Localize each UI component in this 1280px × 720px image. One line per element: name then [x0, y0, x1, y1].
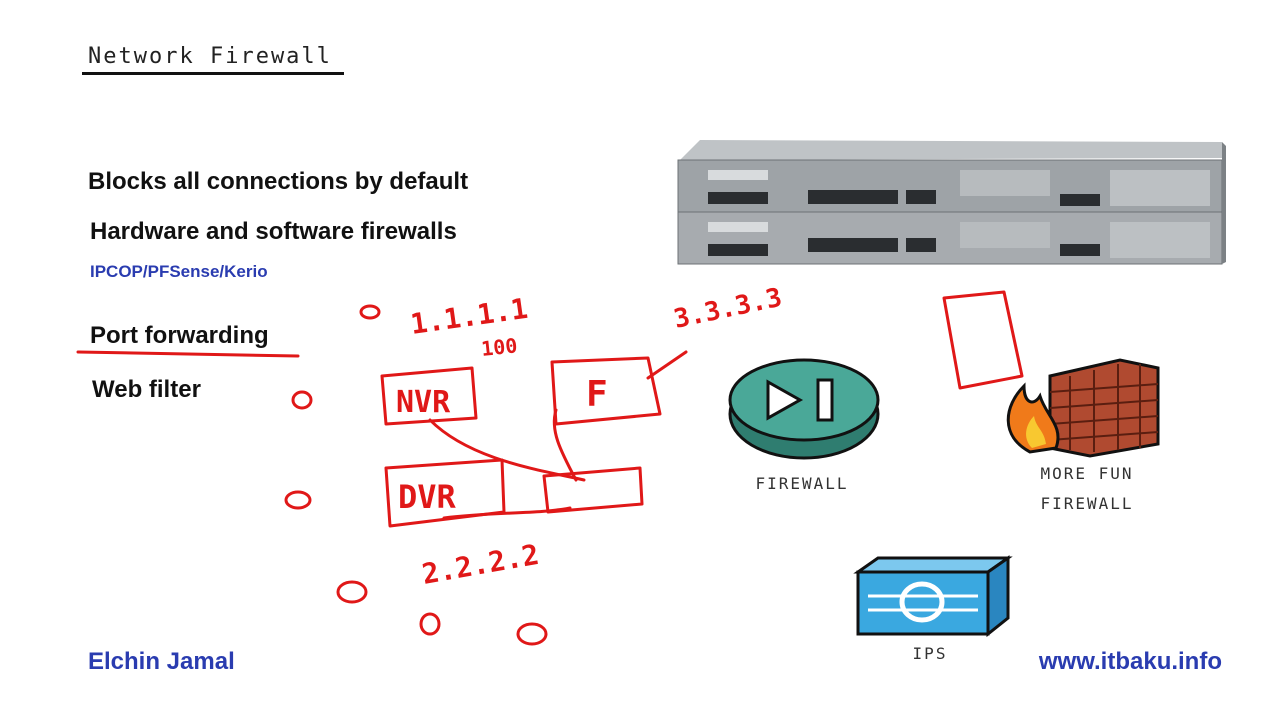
connector-line	[646, 350, 688, 380]
connector-line	[442, 506, 572, 520]
bullet-default-block: Blocks all connections by default	[88, 168, 469, 195]
device-box	[542, 466, 644, 514]
ip-bottom-text: 2.2.2.2	[419, 538, 541, 591]
software-examples: IPCOP/PFSense/Kerio	[90, 262, 268, 281]
author-name: Elchin Jamal	[88, 648, 235, 675]
brick-wall-fire-icon	[1006, 358, 1160, 458]
ips-label: IPS	[912, 644, 948, 663]
card-shape	[942, 290, 1024, 390]
f-text: F	[586, 374, 608, 415]
bullet-hw-sw: Hardware and software firewalls	[90, 218, 457, 245]
firewall-icon	[728, 358, 880, 460]
bullet-web-filter: Web filter	[92, 376, 201, 403]
nvr-text: NVR	[396, 385, 451, 420]
connector-line	[552, 408, 578, 482]
connector-line	[428, 418, 586, 482]
circle-mark	[419, 612, 441, 636]
bullet-port-forwarding: Port forwarding	[90, 322, 269, 349]
title-underline	[82, 72, 344, 75]
dvr-text: DVR	[398, 478, 457, 516]
port-forwarding-underline	[76, 350, 300, 358]
firewall-label: FIREWALL	[755, 474, 849, 493]
circle-mark	[516, 622, 548, 646]
more-fun-label-1: MORE FUN	[1040, 464, 1134, 483]
ip-right-text: 3.3.3.3	[671, 283, 784, 335]
slide-title: Network Firewall	[88, 44, 332, 69]
circle-mark	[359, 304, 381, 320]
circle-mark	[284, 490, 312, 510]
circle-mark	[336, 580, 368, 604]
more-fun-label-2: FIREWALL	[1040, 494, 1134, 513]
circle-mark	[291, 390, 313, 410]
ips-icon	[853, 555, 1013, 638]
website-url: www.itbaku.info	[1038, 648, 1222, 675]
nvr-box	[380, 366, 478, 426]
port-text: 100	[480, 333, 518, 361]
f-box	[550, 356, 662, 426]
